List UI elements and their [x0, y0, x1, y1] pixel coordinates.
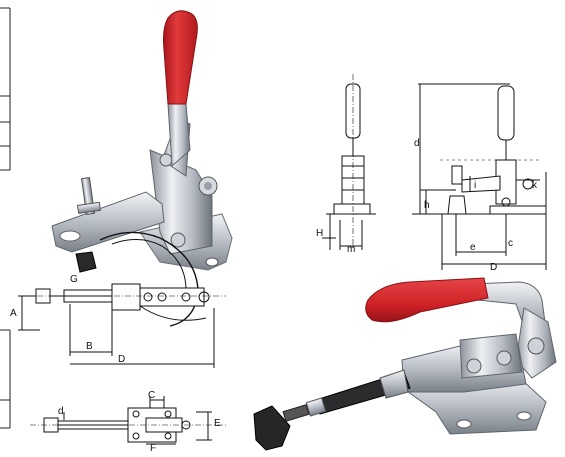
dim-label-A: A [10, 308, 17, 319]
dim-label-B: B [86, 341, 93, 352]
front-view-drawing [322, 74, 376, 250]
dim-label-i: i [474, 180, 476, 191]
dim-label-e: e [470, 242, 476, 253]
dim-label-H: H [316, 228, 323, 239]
dim-label-m: m [347, 244, 355, 255]
vertical-toggle-clamp-photo [51, 10, 233, 327]
side-view-drawing [18, 283, 226, 368]
dim-label-D-right: D [490, 262, 497, 273]
right-side-view-drawing [412, 83, 547, 270]
dim-label-d-right: d [414, 138, 420, 149]
push-pull-toggle-clamp-photo [253, 277, 557, 451]
dim-label-h: h [424, 200, 430, 211]
dim-label-C: C [148, 390, 155, 401]
dim-label-d-bottom: d [58, 406, 64, 417]
dim-label-F: F [150, 443, 156, 452]
dim-label-c: c [508, 238, 513, 249]
top-view-drawing [30, 396, 226, 445]
dim-label-D-left: D [118, 354, 125, 365]
dim-label-G: G [70, 274, 78, 285]
dim-label-k: k [532, 180, 538, 191]
dim-label-E: E [214, 418, 221, 429]
table-fragment-left [0, 7, 11, 429]
